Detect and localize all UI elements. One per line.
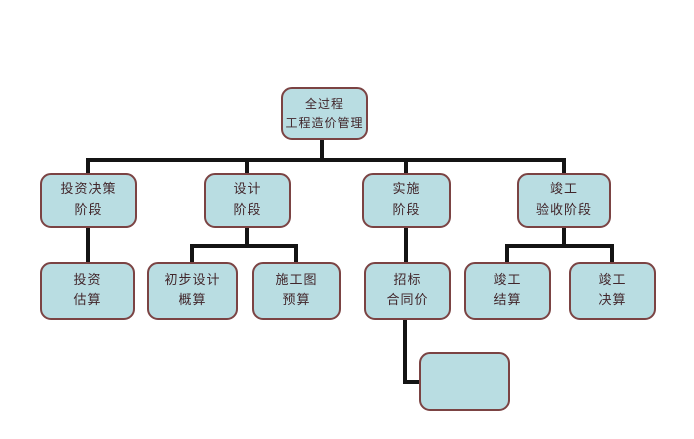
connector-sub4-down: [403, 318, 407, 384]
connector-phase4-stub: [562, 226, 566, 246]
connector-sub4-elbow: [403, 380, 421, 384]
node-phase-completion-acceptance: 竣工 验收阶段: [517, 173, 611, 228]
connector-phase2-horizontal: [190, 244, 298, 248]
node-sub-preliminary-design-estimate: 初步设计 概算: [147, 262, 238, 320]
node-sub-investment-estimate: 投资 估算: [40, 262, 135, 320]
node-phase-investment-decision: 投资决策 阶段: [40, 173, 137, 228]
connector-phase4-horizontal: [505, 244, 614, 248]
node-sub-completion-settlement: 竣工 结算: [464, 262, 551, 320]
node-root: 全过程 工程造价管理: [281, 87, 368, 140]
node-sub3-line1: 施工图: [275, 272, 318, 288]
node-sub6-line1: 竣工: [598, 272, 627, 288]
node-sub4-line2: 合同价: [386, 293, 429, 308]
node-phase2-line2: 阶段: [233, 202, 262, 218]
node-sub-construction-drawing-budget: 施工图 预算: [252, 262, 341, 320]
node-phase2-line1: 设计: [233, 182, 262, 198]
node-sub5-line2: 结算: [493, 293, 522, 308]
connector-phase2-stub: [245, 226, 249, 246]
node-sub3-line2: 预算: [282, 293, 311, 308]
connector-level1-horizontal: [86, 158, 566, 162]
connector-drop-sub3: [294, 244, 298, 264]
node-phase1-line1: 投资决策: [60, 182, 117, 198]
node-sub2-line2: 概算: [178, 293, 207, 308]
node-sub1-line1: 投资: [73, 272, 102, 288]
node-root-line2: 工程造价管理: [285, 115, 364, 130]
node-sub2-line1: 初步设计: [164, 272, 221, 288]
connector-drop-phase1: [86, 158, 90, 175]
node-phase-design: 设计 阶段: [204, 173, 291, 228]
node-root-line1: 全过程: [304, 96, 344, 111]
connector-root-stub: [320, 138, 324, 160]
node-phase4-line2: 验收阶段: [535, 202, 592, 218]
node-sub6-line2: 决算: [598, 293, 627, 308]
connector-drop-sub6: [610, 244, 614, 264]
node-sub-bid-contract-price: 招标 合同价: [364, 262, 451, 320]
node-sub-completion-final-account: 竣工 决算: [569, 262, 656, 320]
node-phase-implementation: 实施 阶段: [362, 173, 451, 228]
connector-phase1-sub1: [86, 226, 90, 264]
connector-phase3-sub4: [404, 226, 408, 264]
node-sub5-line1: 竣工: [493, 272, 522, 288]
node-phase1-line2: 阶段: [74, 202, 103, 218]
connector-drop-sub5: [505, 244, 509, 264]
node-phase4-line1: 竣工: [549, 182, 578, 198]
node-sub4-line1: 招标: [393, 272, 422, 288]
node-phase3-line1: 实施: [392, 182, 421, 198]
node-sub1-line2: 估算: [73, 293, 102, 308]
node-empty: [419, 352, 510, 411]
connector-drop-phase4: [562, 158, 566, 175]
connector-drop-phase2: [245, 158, 249, 175]
node-phase3-line2: 阶段: [392, 202, 421, 218]
connector-drop-phase3: [404, 158, 408, 175]
connector-drop-sub2: [190, 244, 194, 264]
